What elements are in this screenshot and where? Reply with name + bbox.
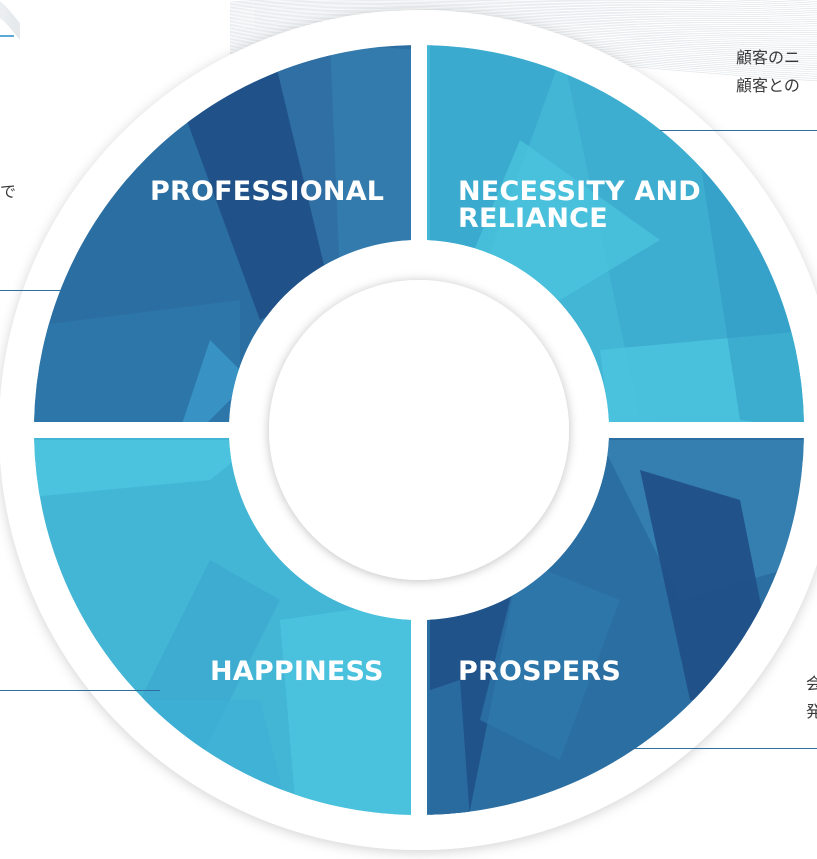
- wave-line: [229, 12, 817, 21]
- label-necessity-line2: RELIANCE: [458, 203, 608, 234]
- right-top-text-line2: 顧客との: [736, 76, 800, 95]
- wave-line: [0, 6, 21, 29]
- right-bottom-text-line1: 会: [806, 674, 817, 693]
- wave-line: [0, 2, 21, 26]
- wave-line: [229, 7, 817, 14]
- wave-line: [229, 8, 817, 16]
- wave-line: [0, 7, 21, 31]
- wave-line: [0, 12, 21, 35]
- wave-line: [0, 14, 21, 38]
- left-mid-text: で: [0, 182, 17, 201]
- wave-line: [229, 11, 817, 20]
- wave-line: [229, 9, 817, 18]
- wave-line: [0, 16, 21, 39]
- wave-line: [0, 4, 21, 27]
- wave-line: [229, 4, 817, 10]
- center-circle: [269, 280, 569, 580]
- right-bottom-rule: [625, 748, 817, 749]
- wave-line: [0, 17, 21, 40]
- right-bottom-text-line2: 発: [806, 702, 817, 721]
- left-bottom-rule: [0, 690, 160, 691]
- wave-line: [0, 5, 21, 28]
- wave-line: [229, 16, 817, 27]
- label-necessity-and-reliance: NECESSITY AND RELIANCE: [458, 178, 701, 232]
- left-mid-rule: [0, 290, 62, 291]
- wave-line: [229, 3, 817, 9]
- label-happiness: HAPPINESS: [210, 656, 384, 687]
- wave-line: [229, 13, 817, 23]
- wave-line: [229, 5, 817, 12]
- right-top-rule: [660, 130, 817, 131]
- wave-line: [0, 10, 21, 33]
- wave-line: [0, 1, 21, 25]
- wave-line: [229, 0, 772, 4]
- wave-line: [229, 1, 817, 7]
- label-necessity-line1: NECESSITY AND: [458, 176, 701, 207]
- wave-line: [0, 8, 21, 32]
- wave-line: [229, 0, 812, 6]
- wave-line: [0, 13, 21, 37]
- wave-line: [0, 11, 21, 34]
- label-prospers: PROSPERS: [458, 656, 622, 687]
- wave-line: [229, 15, 817, 25]
- right-top-text-line1: 顧客のニ: [736, 48, 801, 67]
- label-professional: PROFESSIONAL: [150, 176, 385, 207]
